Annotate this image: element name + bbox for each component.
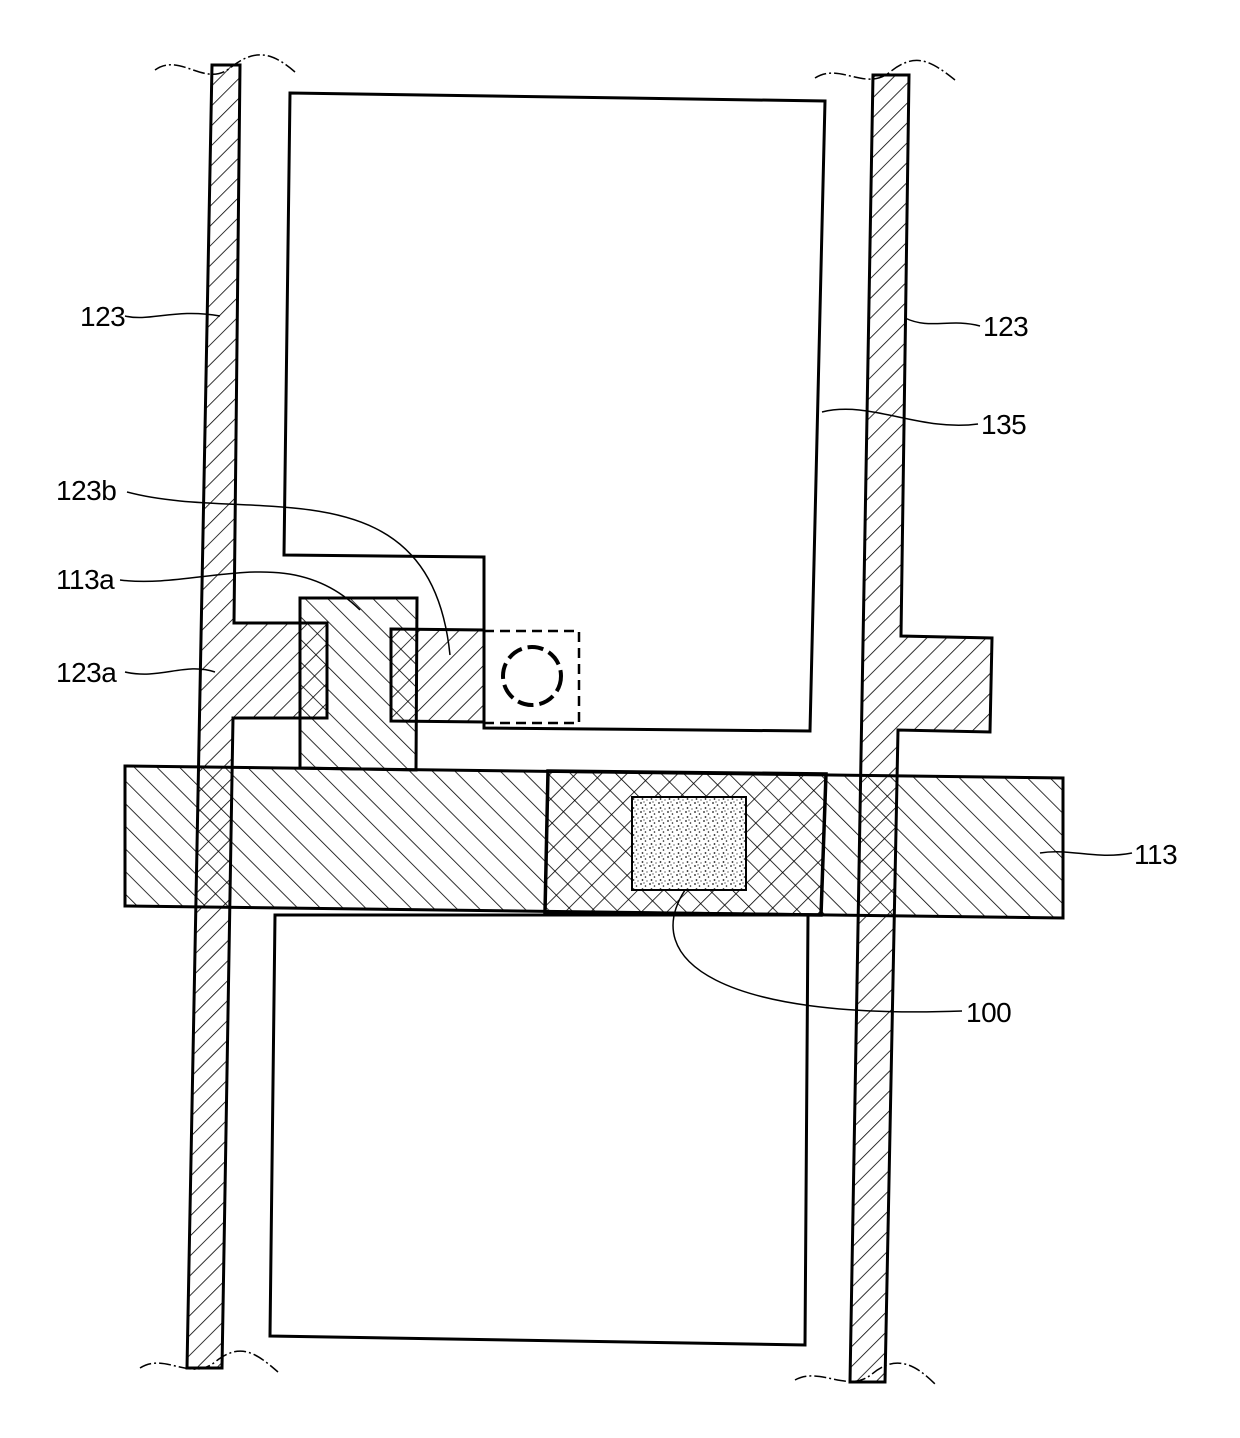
storage-dotted-block [632,797,746,890]
label-storage-region: 100 [966,997,1011,1028]
right-data-line [850,75,992,1382]
label-source-electrode: 123a [56,657,117,688]
label-drain-electrode: 123b [56,475,116,506]
left-data-line [187,65,327,1368]
label-gate-line: 113 [1134,839,1177,870]
lower-pixel-electrode [270,915,808,1345]
contact-hole [503,647,561,705]
drain-electrode [391,629,484,722]
contact-hole-region [484,631,579,723]
label-pixel-electrode: 135 [981,409,1026,440]
label-data-line-right: 123 [983,311,1028,342]
label-gate-electrode: 113a [56,564,115,595]
label-data-line-left: 123 [80,301,125,332]
leader-123-right [905,318,980,326]
